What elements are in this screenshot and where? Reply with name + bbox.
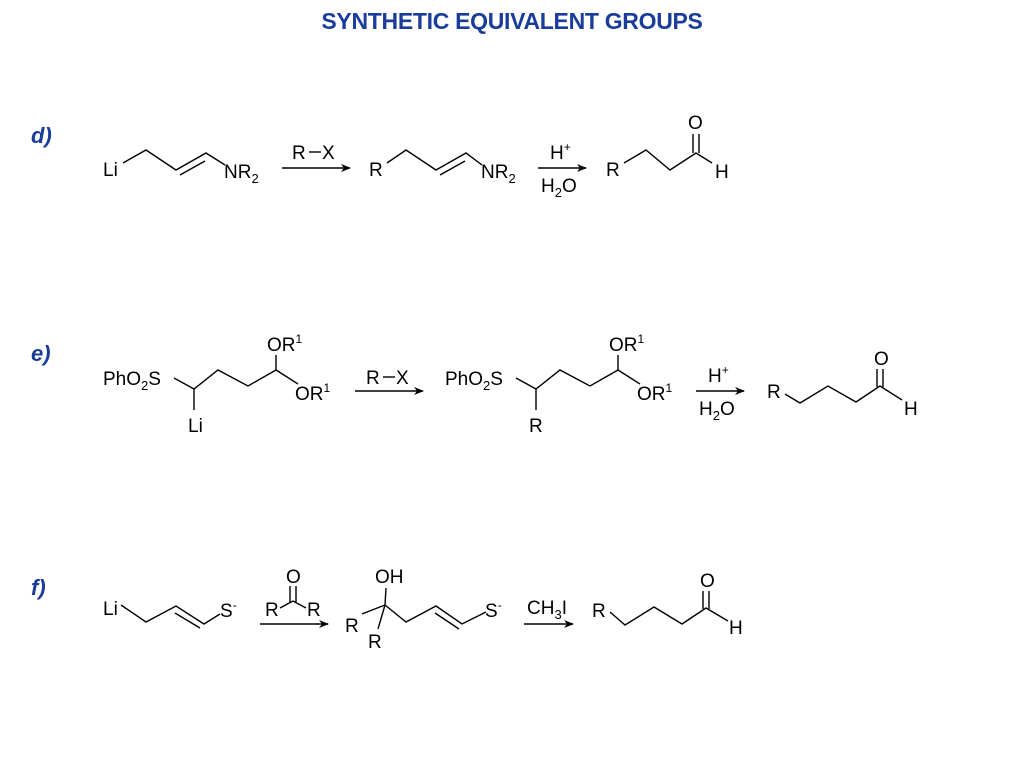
scheme-d: Li NR2 R X R NR2 H+: [103, 113, 729, 200]
scheme-e: PhO2S Li OR1 OR1 R X PhO2S R: [103, 332, 918, 437]
hydroxyl-bond: [384, 587, 387, 606]
carbonyl-oxygen: O: [688, 113, 703, 134]
aldehyde-hydrogen: H: [715, 162, 729, 183]
scheme-e-step1: R X: [355, 368, 424, 395]
r-group: R: [767, 382, 781, 403]
scheme-f-step1: O R R: [260, 567, 329, 628]
scheme-f-product: R O H: [592, 571, 743, 639]
scheme-f-intermediate: OH R R S-: [345, 567, 502, 653]
water-reagent: H2O: [541, 176, 577, 200]
ketone-skeleton: [279, 600, 307, 609]
scheme-e-product: R O H: [767, 349, 918, 420]
r-group-below: R: [368, 632, 382, 653]
ketone-oxygen: O: [286, 567, 301, 588]
scheme-label-f: f): [31, 575, 46, 600]
scheme-d-product: R O H: [606, 113, 729, 183]
reagent-r: R: [366, 368, 380, 389]
lithium-atom: Li: [188, 416, 203, 437]
r-group: R: [592, 601, 606, 622]
enamine-chain: [386, 149, 483, 171]
aldehyde-chain: [784, 385, 903, 404]
scheme-e-intermediate: PhO2S R OR1 OR1: [445, 332, 673, 437]
scheme-label-d: d): [31, 123, 52, 148]
alkenyl-chain: [361, 604, 487, 625]
thiolate-group: S-: [220, 598, 237, 622]
allyl-chain: [120, 604, 221, 625]
alkoxy-group-top: OR1: [267, 332, 303, 356]
r-group: R: [369, 160, 383, 181]
aldehyde-chain: [623, 149, 713, 171]
amine-group: NR2: [481, 162, 516, 186]
slide-title: SYNTHETIC EQUIVALENT GROUPS: [321, 8, 703, 34]
scheme-d-step2: H+ H2O: [538, 140, 587, 200]
aldehyde-hydrogen: H: [904, 399, 918, 420]
reagent-x: X: [396, 368, 409, 389]
acid-reagent: H+: [708, 363, 729, 387]
alkoxy-group-top: OR1: [609, 332, 645, 356]
scheme-d-starting-material: Li NR2: [103, 149, 259, 186]
lithium-atom: Li: [103, 160, 118, 181]
double-bond-line: [179, 160, 206, 176]
r-bond: [377, 604, 386, 630]
acetal-chain: [515, 369, 641, 390]
amine-group: NR2: [224, 162, 259, 186]
methyl-iodide: CH3I: [527, 598, 567, 622]
scheme-d-intermediate: R NR2: [369, 149, 516, 186]
scheme-f-step2: CH3I: [524, 598, 574, 628]
allyl-chain: [122, 149, 226, 171]
scheme-e-step2: H+ H2O: [696, 363, 745, 423]
double-bond-line: [434, 612, 460, 630]
scheme-f-starting-material: Li S-: [103, 598, 237, 629]
double-bond-line: [174, 612, 201, 629]
carbonyl-oxygen: O: [874, 349, 889, 370]
ketone-r-left: R: [265, 600, 279, 621]
sulfonyl-group: PhO2S: [103, 369, 161, 393]
hydroxyl-group: OH: [375, 567, 404, 588]
acetal-chain: [173, 369, 299, 390]
scheme-d-step1: R X: [282, 143, 351, 172]
aldehyde-hydrogen: H: [729, 618, 743, 639]
carbonyl-oxygen: O: [700, 571, 715, 592]
alkoxy-group-bottom: OR1: [295, 381, 331, 405]
water-reagent: H2O: [699, 399, 735, 423]
reagent-r: R: [292, 143, 306, 164]
r-group-left: R: [345, 616, 359, 637]
ketone-r-right: R: [307, 600, 321, 621]
scheme-f: Li S- O R R OH R: [103, 567, 743, 653]
scheme-e-starting-material: PhO2S Li OR1 OR1: [103, 332, 331, 437]
r-group: R: [606, 160, 620, 181]
aldehyde-chain: [609, 606, 729, 626]
acid-reagent: H+: [550, 140, 571, 164]
sulfonyl-group: PhO2S: [445, 369, 503, 393]
scheme-label-e: e): [31, 341, 51, 366]
reagent-x: X: [322, 143, 335, 164]
r-group: R: [529, 416, 543, 437]
thiolate-group: S-: [485, 598, 502, 622]
alkoxy-group-bottom: OR1: [637, 381, 673, 405]
double-bond-line: [439, 160, 466, 176]
lithium-atom: Li: [103, 599, 118, 620]
